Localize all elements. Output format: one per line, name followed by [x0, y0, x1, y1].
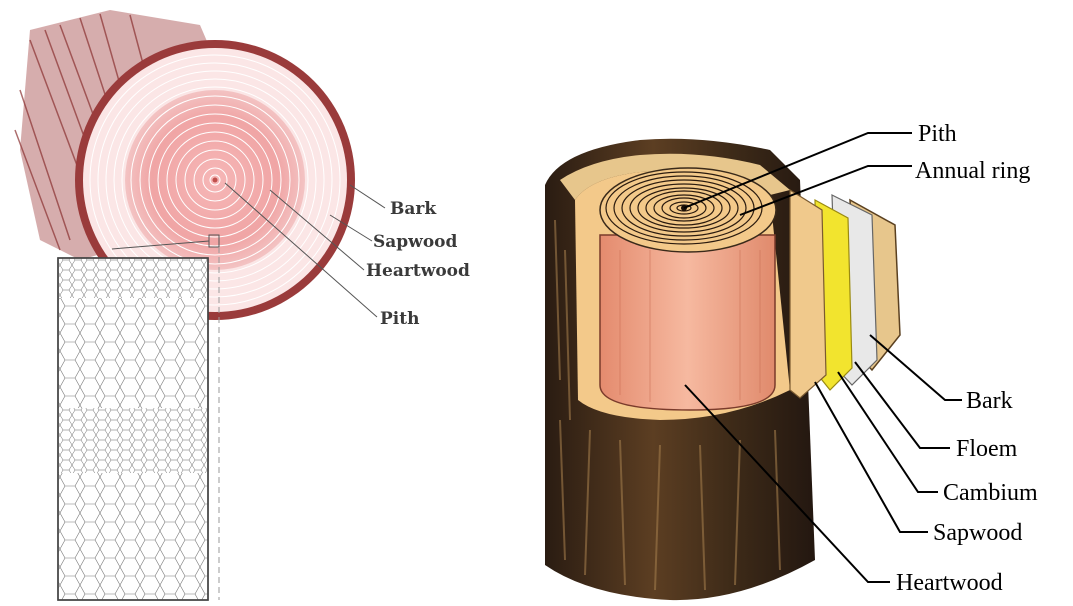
pith-dot: [213, 178, 218, 183]
label-floem: Floem: [956, 436, 1018, 462]
label-annual-ring: Annual ring: [915, 158, 1030, 184]
label-heartwood-left: Heartwood: [366, 261, 470, 281]
heartwood-cylinder: [600, 235, 775, 410]
sapwood-slab: [790, 190, 826, 398]
label-sapwood-left: Sapwood: [373, 232, 457, 252]
label-pith-right: Pith: [918, 121, 957, 147]
label-bark-right: Bark: [966, 388, 1013, 414]
label-cambium: Cambium: [943, 480, 1038, 506]
label-pith-left: Pith: [380, 309, 419, 329]
right-trunk-diagram: Pith Annual ring Bark Floem Cambium Sapw…: [545, 121, 1038, 600]
label-sapwood-right: Sapwood: [933, 520, 1022, 546]
label-bark-left: Bark: [390, 199, 437, 219]
left-log-diagram: Bark Sapwood Heartwood Pith: [15, 10, 470, 600]
label-heartwood-right: Heartwood: [896, 570, 1003, 596]
